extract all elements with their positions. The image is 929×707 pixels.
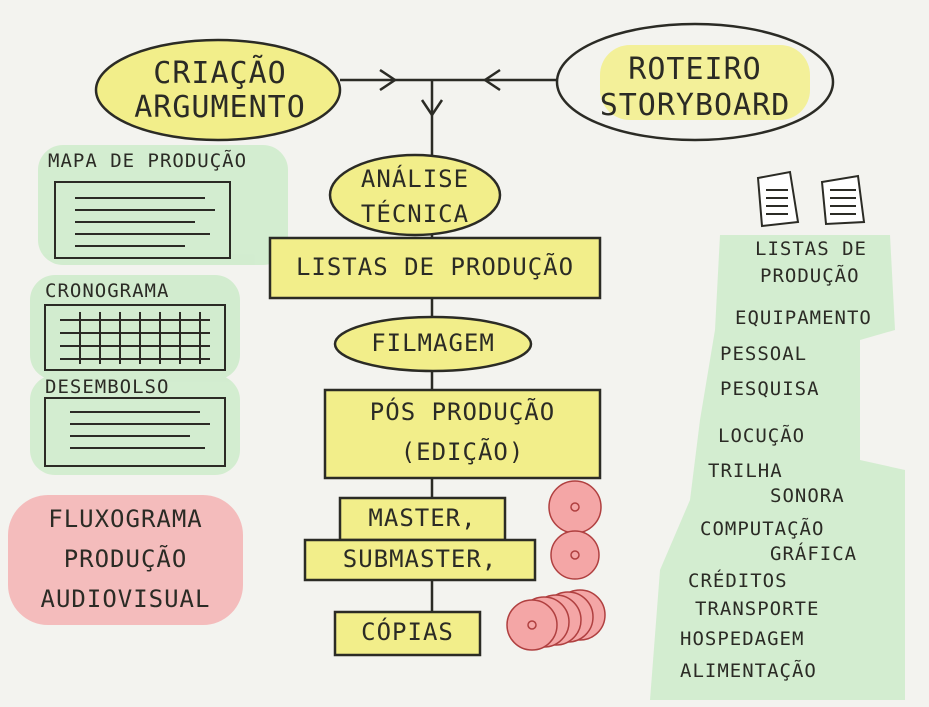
roteiro-label: Roteiro (628, 52, 762, 87)
title-line-1: Fluxograma (48, 505, 203, 533)
tecnica-label: Técnica (360, 200, 470, 228)
storyboard-label: Storyboard (599, 88, 791, 123)
master-shape (338, 496, 507, 542)
pos-shape (323, 388, 602, 480)
analise-label: Análise (360, 165, 470, 193)
disc-icon (548, 480, 602, 534)
pos-producao-label: Pós Produção (369, 398, 556, 426)
criacao-label: Criação (153, 56, 287, 91)
copias-shape (333, 610, 482, 657)
title-highlight (8, 495, 243, 625)
right-item: Locução (718, 425, 806, 447)
title-line-3: Audiovisual (40, 585, 211, 613)
submaster-shape (303, 538, 537, 582)
document-icon (756, 170, 800, 228)
listas-label: Listas de Produção (295, 253, 575, 281)
submaster-label: Submaster, (342, 545, 498, 573)
cronograma-label: Cronograma (45, 280, 170, 302)
argumento-label: Argumento (134, 90, 306, 125)
mapa-label: Mapa de Produção (48, 150, 248, 172)
right-highlight (650, 235, 905, 700)
discs-stack-icon (506, 589, 606, 651)
disc-icon (550, 530, 600, 580)
right-item: Alimentação (680, 660, 817, 682)
desembolso-document (44, 397, 226, 467)
right-item: Gráfica (770, 543, 858, 565)
right-item: Produção (760, 265, 860, 287)
right-item: Créditos (688, 570, 788, 592)
copias-label: Cópias (361, 618, 454, 646)
filmagem-shape (333, 315, 533, 373)
filmagem-label: Filmagem (371, 329, 495, 357)
edicao-label: (Edição) (400, 438, 525, 466)
right-item: Pessoal (720, 343, 808, 365)
master-label: Master, (368, 504, 477, 532)
title-line-2: Produção (63, 545, 188, 573)
analise-shape (328, 153, 502, 237)
desembolso-label: Desembolso (45, 376, 170, 398)
right-item: Listas de (755, 238, 867, 260)
right-item: Pesquisa (720, 378, 820, 400)
document-icon (820, 174, 866, 226)
right-item: Hospedagem (680, 628, 805, 650)
right-item: Transporte (695, 598, 820, 620)
criacao-shape (94, 38, 342, 142)
cronograma-grid (44, 304, 226, 371)
right-item: Computação (700, 518, 825, 540)
listas-shape (268, 236, 602, 300)
left-highlights (30, 145, 288, 475)
right-item: Trilha (708, 460, 783, 482)
right-item: Sonora (770, 485, 845, 507)
mapa-document (54, 181, 231, 259)
right-item: Equipamento (735, 307, 872, 329)
